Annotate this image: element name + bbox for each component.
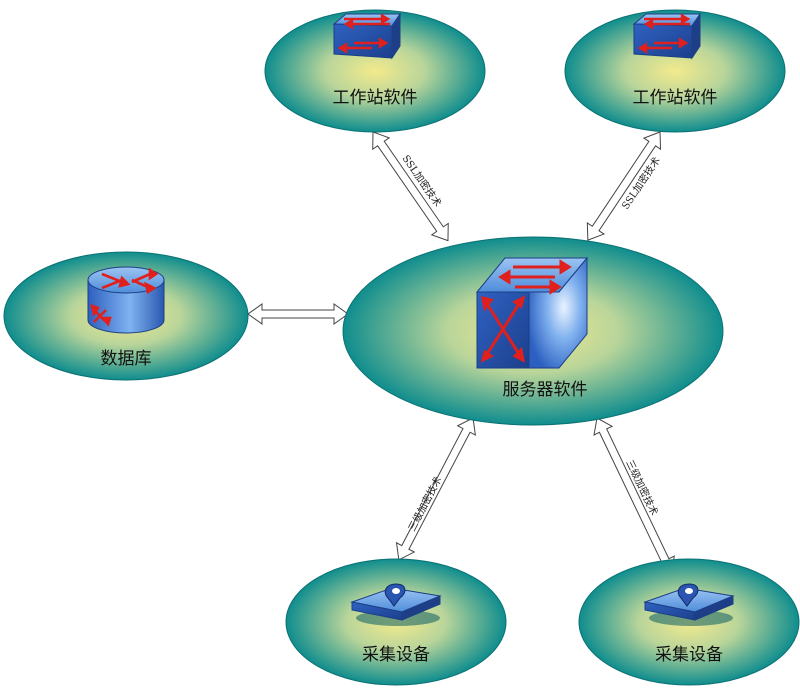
node-label-workstation-right: 工作站软件 — [633, 88, 718, 108]
connection-label-tri-left: 三级加密技术 — [405, 474, 444, 533]
connection-tri-right: 三级加密技术 — [593, 417, 675, 574]
node-label-collector-left: 采集设备 — [362, 645, 430, 665]
node-server: 服务器软件 — [342, 236, 724, 426]
node-label-workstation-left: 工作站软件 — [333, 88, 418, 108]
connection-database — [247, 303, 349, 325]
node-collector-left: 采集设备 — [285, 558, 507, 686]
router-icon — [87, 266, 165, 334]
connection-ssl-right: SSL加密技术 — [586, 131, 663, 241]
connection-ssl-left: SSL加密技术 — [372, 131, 449, 242]
node-collector-right: 采集设备 — [578, 558, 800, 686]
node-label-server: 服务器软件 — [503, 380, 588, 400]
node-workstation-right: 工作站软件 — [564, 9, 786, 133]
switch-icon — [332, 12, 401, 60]
switch-icon — [632, 12, 701, 60]
node-workstation-left: 工作站软件 — [264, 9, 486, 133]
connection-tri-left: 三级加密技术 — [395, 417, 477, 561]
node-label-database: 数据库 — [101, 349, 152, 369]
node-label-collector-right: 采集设备 — [655, 645, 723, 665]
sensor-device-icon — [643, 583, 735, 626]
sensor-device-icon — [350, 583, 442, 626]
switch-cube-icon — [475, 256, 589, 369]
node-database: 数据库 — [3, 251, 249, 381]
